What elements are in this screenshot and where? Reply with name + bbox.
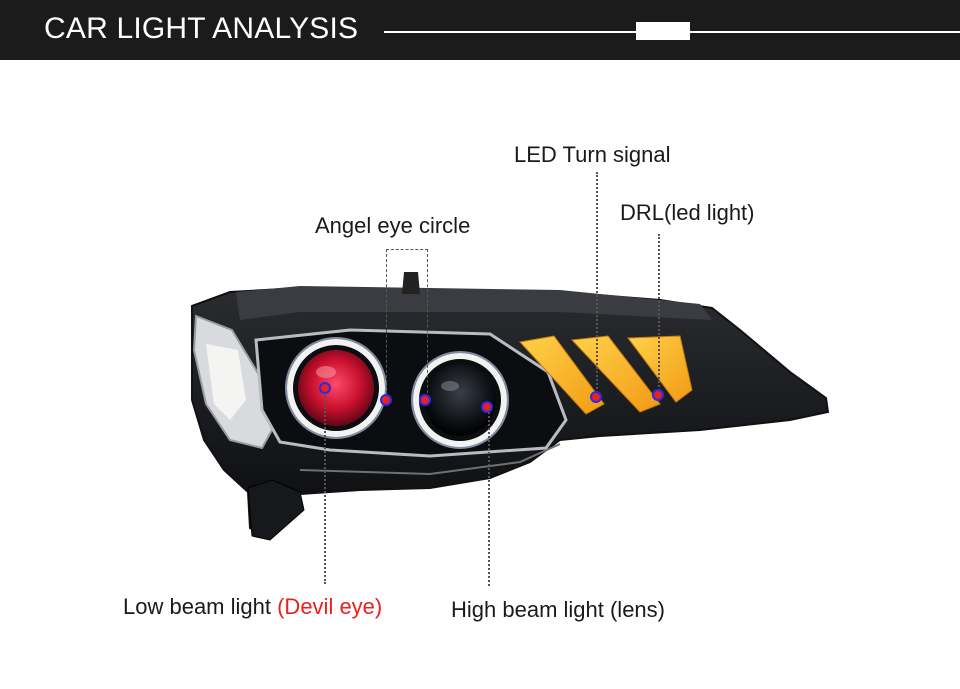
marker-angel-eye-left [380,394,392,406]
angel-eye-bracket [386,249,428,398]
label-angel-eye: Angel eye circle [315,213,471,238]
marker-led-turn-signal [590,391,602,403]
high-beam-projector [411,351,509,449]
label-low-beam-accent: (Devil eye) [277,594,383,619]
banner-accent-block [636,22,690,40]
label-low-beam: Low beam light (Devil eye) [123,594,382,620]
marker-high-beam [481,401,493,413]
marker-low-beam [319,382,331,394]
side-reflector-highlight [206,344,246,420]
leader-high-beam [488,408,490,586]
marker-angel-eye-right [419,394,431,406]
page-title: CAR LIGHT ANALYSIS [44,12,359,45]
drl-amber-bars [519,335,693,415]
leader-low-beam [324,388,326,584]
leader-led-turn-signal [596,172,598,396]
lower-trim [299,443,561,476]
leader-drl [658,234,660,394]
low-beam-projector [285,337,387,439]
header-banner: CAR LIGHT ANALYSIS [0,0,960,60]
label-led-turn-signal: LED Turn signal [514,142,671,167]
label-high-beam: High beam light (lens) [451,597,665,622]
marker-drl [652,389,664,401]
label-low-beam-text: Low beam light [123,594,271,619]
label-drl: DRL(led light) [620,200,755,225]
